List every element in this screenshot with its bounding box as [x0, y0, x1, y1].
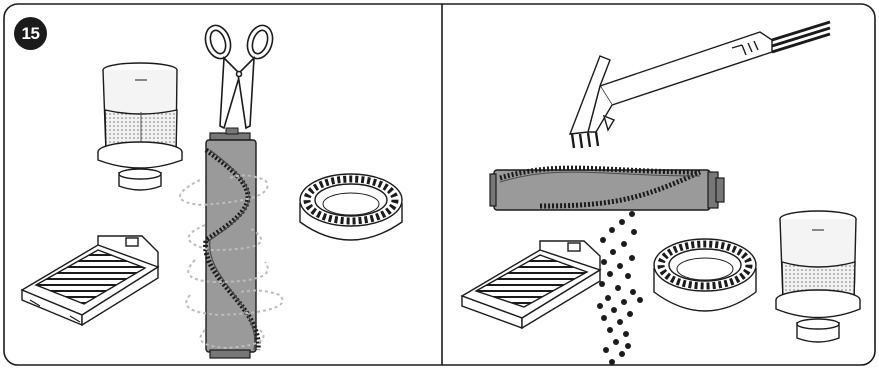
- canister-icon: [97, 62, 183, 191]
- hepa-filter-icon: [20, 235, 160, 327]
- step-number-badge: 15: [14, 17, 47, 50]
- panel-border: [3, 3, 876, 366]
- brushroll-icon: [489, 165, 725, 211]
- right-panel: [460, 20, 861, 365]
- filter-ring-icon: [299, 173, 403, 241]
- filter-ring-icon: [653, 238, 757, 312]
- cleaning-tool-icon: [568, 20, 831, 149]
- debris-dots-icon: [597, 211, 643, 365]
- step-number: 15: [21, 23, 40, 43]
- scissors-icon: [204, 24, 274, 130]
- canister-icon: [775, 210, 861, 343]
- hepa-filter-icon: [460, 240, 602, 330]
- left-panel: [20, 24, 403, 359]
- brushroll-icon: [179, 127, 284, 359]
